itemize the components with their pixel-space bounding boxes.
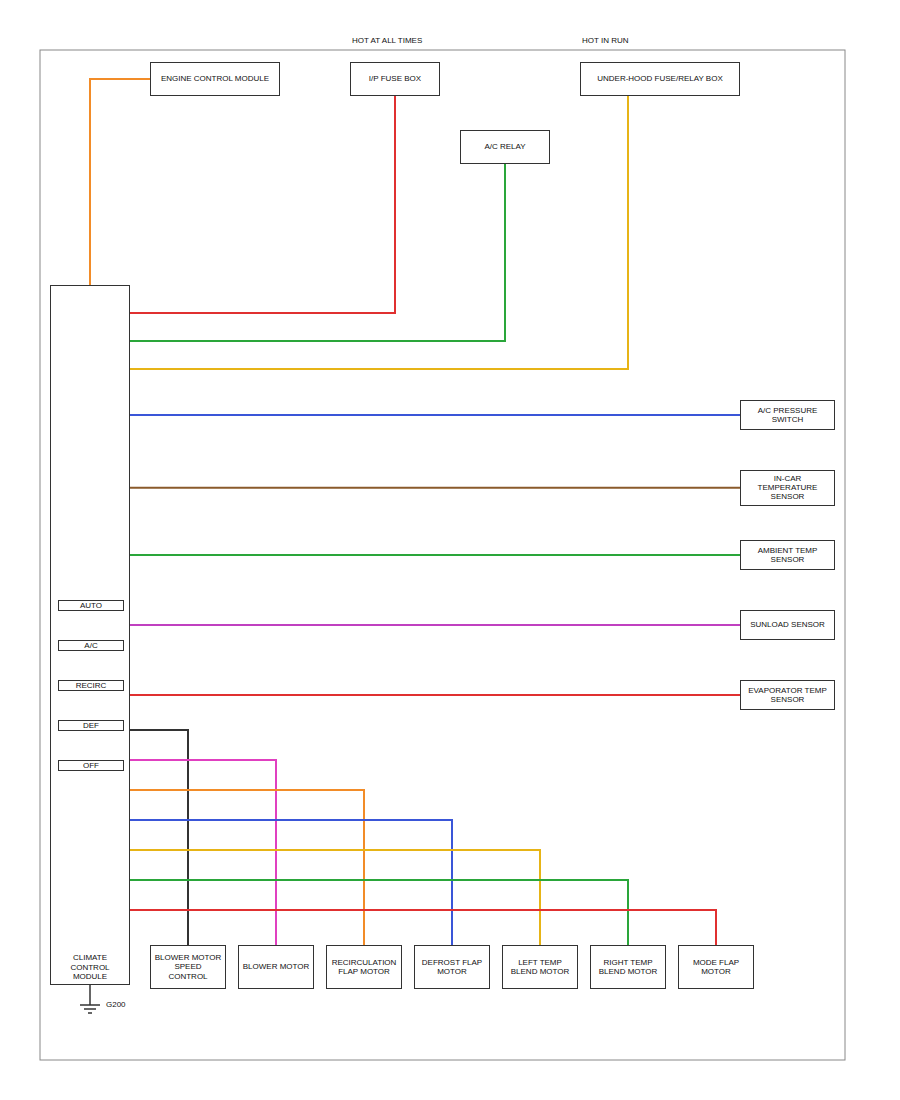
wire-group — [90, 79, 740, 945]
component-label: BLOWER MOTOR — [242, 962, 310, 971]
motor-box: DEFROST FLAP MOTOR — [414, 945, 490, 989]
sensor-box: SUNLOAD SENSOR — [740, 610, 835, 640]
power-note: HOT IN RUN — [580, 36, 631, 45]
wire — [130, 820, 452, 945]
wire — [130, 880, 628, 945]
component-label: UNDER-HOOD FUSE/RELAY BOX — [584, 74, 736, 83]
sensor-box: EVAPORATOR TEMP SENSOR — [740, 680, 835, 710]
sensor-box: AMBIENT TEMP SENSOR — [740, 540, 835, 570]
wire — [130, 414, 740, 416]
fuse-box: I/P FUSE BOX — [350, 62, 440, 96]
component-label: EVAPORATOR TEMP SENSOR — [744, 686, 831, 704]
wire — [130, 554, 740, 556]
component-label: A/C RELAY — [464, 142, 546, 151]
component-label: SUNLOAD SENSOR — [744, 620, 831, 629]
motor-box: RECIRCULATION FLAP MOTOR — [326, 945, 402, 989]
component-label: ENGINE CONTROL MODULE — [154, 74, 276, 83]
button-label: DEF — [58, 720, 124, 731]
motor-box: MODE FLAP MOTOR — [678, 945, 754, 989]
motor-box: BLOWER MOTOR SPEED CONTROL — [150, 945, 226, 989]
wire — [130, 694, 740, 696]
power-note: HOT AT ALL TIMES — [350, 36, 424, 45]
fuse-relay-box: UNDER-HOOD FUSE/RELAY BOX — [580, 62, 740, 96]
switch-box: A/C PRESSURE SWITCH — [740, 400, 835, 430]
wire — [130, 96, 628, 369]
wire — [130, 790, 364, 945]
component-label: DEFROST FLAP MOTOR — [418, 958, 486, 976]
wire — [130, 910, 716, 945]
wire — [130, 730, 188, 945]
component-label: AMBIENT TEMP SENSOR — [744, 546, 831, 564]
component-label: MODE FLAP MOTOR — [682, 958, 750, 976]
wire — [130, 96, 395, 313]
diagram-frame — [40, 50, 845, 1060]
component-label: I/P FUSE BOX — [354, 74, 436, 83]
relay-box: A/C RELAY — [460, 130, 550, 164]
wire — [130, 624, 740, 626]
button-label: OFF — [58, 760, 124, 771]
sensor-box: IN-CAR TEMPERATURE SENSOR — [740, 470, 835, 506]
button-label: A/C — [58, 640, 124, 651]
component-label: IN-CAR TEMPERATURE SENSOR — [744, 474, 831, 502]
button-label: AUTO — [58, 600, 124, 611]
button-label: RECIRC — [58, 680, 124, 691]
wire — [130, 850, 540, 945]
control-module: CLIMATE CONTROL MODULE — [50, 285, 130, 985]
control-module: ENGINE CONTROL MODULE — [150, 62, 280, 96]
component-label: LEFT TEMP BLEND MOTOR — [506, 958, 574, 976]
component-label: BLOWER MOTOR SPEED CONTROL — [154, 953, 222, 981]
motor-box: LEFT TEMP BLEND MOTOR — [502, 945, 578, 989]
component-label: RECIRCULATION FLAP MOTOR — [330, 958, 398, 976]
ground-label: G200 — [104, 1000, 128, 1009]
component-label: RIGHT TEMP BLEND MOTOR — [594, 958, 662, 976]
wire — [130, 487, 740, 489]
motor-box: RIGHT TEMP BLEND MOTOR — [590, 945, 666, 989]
ground-symbol — [80, 985, 100, 1013]
motor-box: BLOWER MOTOR — [238, 945, 314, 989]
component-label: A/C PRESSURE SWITCH — [744, 406, 831, 424]
component-label: CLIMATE CONTROL MODULE — [54, 953, 126, 981]
wire — [130, 164, 505, 341]
wire — [130, 760, 276, 945]
wire — [90, 79, 150, 285]
